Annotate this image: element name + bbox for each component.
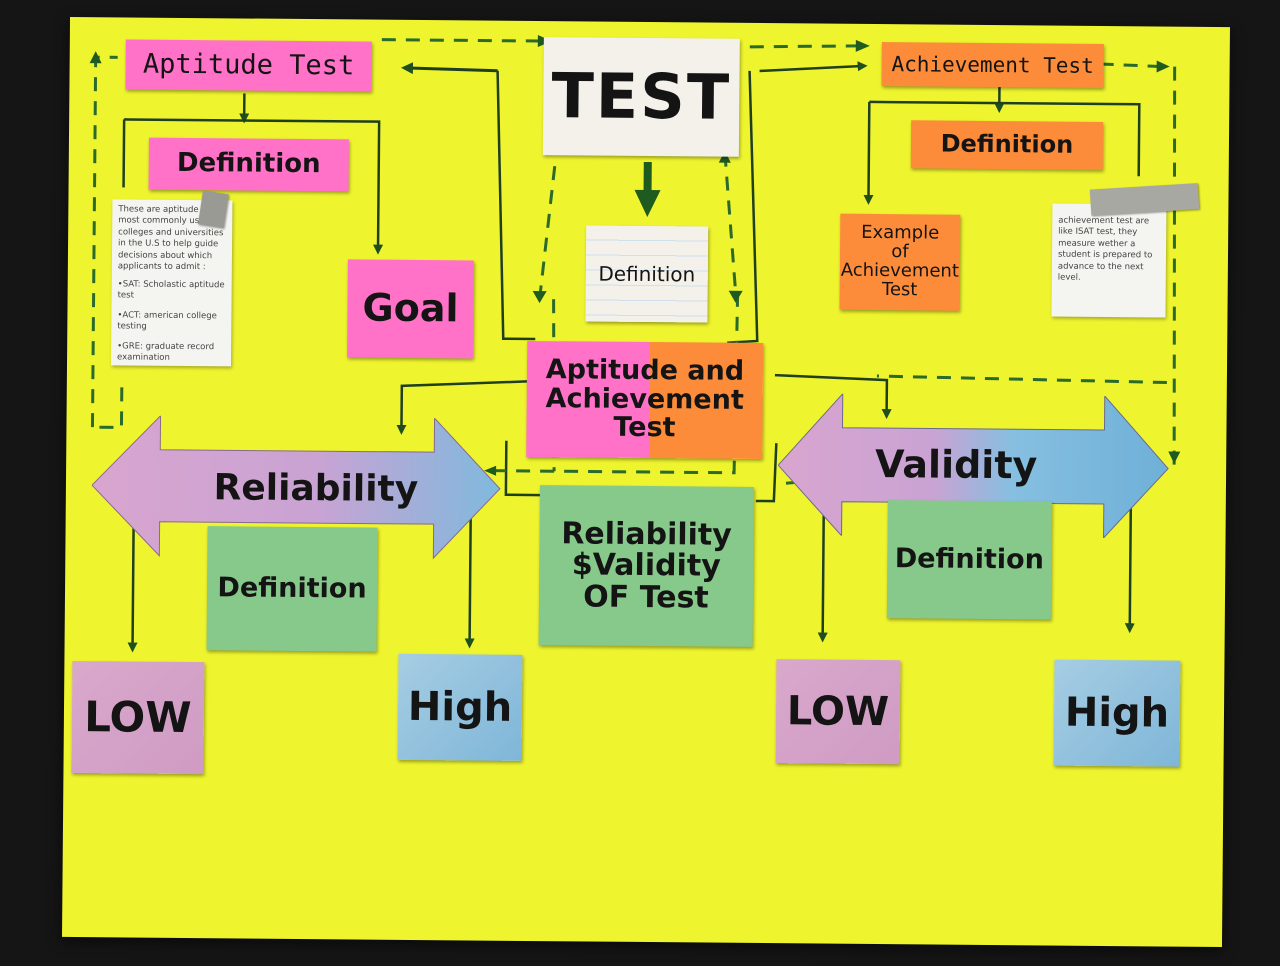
achievement-definition-card: Definition [910, 120, 1104, 170]
center-definition-card: Definition [585, 225, 709, 323]
note-tab-left [197, 190, 229, 228]
reliability-validity-card: Reliability $Validity OF Test [538, 485, 754, 647]
reliability-low-card: LOW [71, 661, 205, 775]
aptitude-note-item-act: •ACT: american college testing [117, 310, 217, 332]
reliability-definition-card: Definition [206, 526, 378, 652]
achievement-test-card: Achievement Test [881, 42, 1104, 88]
combined-line-2: Achievement [545, 382, 744, 416]
validity-double-arrow [777, 393, 1169, 539]
aptitude-achievement-card: Aptitude and Achievement Test [526, 340, 764, 460]
example-line-4: Test [881, 278, 918, 301]
rv-line-3: OF Test [583, 579, 709, 616]
goal-card: Goal [347, 259, 474, 359]
aptitude-test-card: Aptitude Test [125, 39, 372, 92]
validity-high-card: High [1053, 659, 1181, 767]
rv-line-2: $Validity [571, 547, 721, 584]
combined-line-3: Test [613, 411, 676, 444]
aptitude-note-item-sat: •SAT: Scholastic aptitude test [117, 279, 225, 301]
validity-label: Validity [874, 442, 1038, 488]
aptitude-note-item-gre: •GRE: graduate record examination [117, 341, 215, 363]
aptitude-definition-card: Definition [148, 137, 349, 192]
validity-definition-card: Definition [886, 500, 1052, 620]
reliability-label: Reliability [213, 467, 419, 511]
connector-lines [89, 35, 1181, 653]
achievement-note: achievement test are like ISAT test, the… [1051, 203, 1167, 318]
reliability-double-arrow [91, 415, 501, 560]
achievement-example-card: Example of Achievement Test [839, 213, 961, 311]
rv-line-1: Reliability [561, 516, 732, 553]
reliability-high-card: High [397, 653, 523, 761]
poster-board: Aptitude Test Definition These are aptit… [62, 16, 1230, 948]
combined-line-1: Aptitude and [545, 354, 745, 388]
test-title-card: TEST [542, 37, 740, 157]
validity-low-card: LOW [775, 659, 901, 765]
